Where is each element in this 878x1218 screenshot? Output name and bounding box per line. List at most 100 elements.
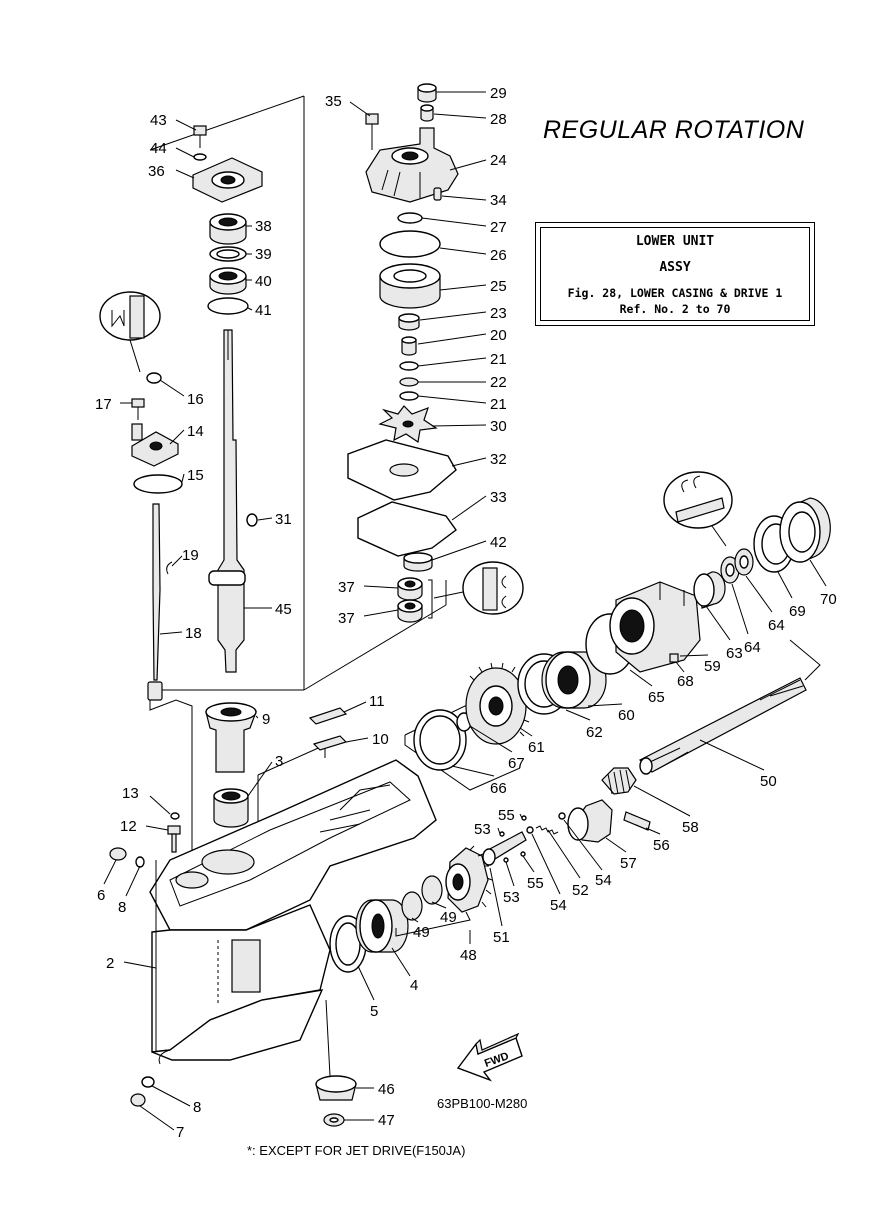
callout-number: 44 (150, 140, 167, 157)
callout-number: 33 (490, 489, 507, 506)
ref-number-range: Ref. No. 2 to 70 (619, 302, 731, 316)
pump-housing-24 (365, 127, 459, 203)
sleeve-group (205, 702, 348, 828)
callout-number: 52 (572, 882, 589, 899)
callout-leader (257, 517, 273, 521)
callout-leader (247, 761, 273, 797)
plug-7 (130, 1093, 146, 1107)
key-11 (308, 707, 348, 725)
callout-leader (151, 1085, 191, 1107)
callout-number: 54 (595, 872, 612, 889)
callout-number: 19 (182, 547, 199, 564)
callout-number: 8 (118, 899, 126, 916)
callout-leader (363, 609, 399, 617)
ball-54a (526, 826, 534, 834)
callout-number: 70 (820, 591, 837, 608)
gasket-8a (135, 856, 145, 868)
callout-number: 53 (474, 821, 491, 838)
callout-number: 10 (372, 731, 389, 748)
callout-number: 41 (255, 302, 272, 319)
bolt-43 (193, 125, 207, 136)
callout-number: 24 (490, 152, 507, 169)
callout-leader (439, 247, 487, 255)
group-frame-lines (149, 95, 821, 860)
plug-12 (167, 825, 181, 835)
footnote: *: EXCEPT FOR JET DRIVE(F150JA) (247, 1143, 466, 1158)
bolt-35 (365, 113, 379, 125)
callout-number: 61 (528, 739, 545, 756)
key-31 (246, 513, 258, 527)
o-ring-15 (133, 474, 183, 494)
callout-leader (449, 159, 487, 171)
o-ring-41 (207, 297, 249, 315)
callout-leader (531, 833, 561, 895)
callout-number: 38 (255, 218, 272, 235)
assembly-name: LOWER UNIT (635, 234, 715, 249)
callout-number: 43 (150, 112, 167, 129)
callout-leader (745, 575, 773, 613)
collar-20 (401, 339, 417, 356)
pin-34 (433, 187, 442, 201)
callout-leader (103, 859, 117, 885)
callout-number: 37 (338, 579, 355, 596)
callout-leader (519, 813, 523, 819)
callout-number: 31 (275, 511, 292, 528)
callout-number: 56 (653, 837, 670, 854)
callout-number: 22 (490, 374, 507, 391)
callout-number: 3 (275, 753, 283, 770)
gasket-8b (141, 1076, 155, 1088)
washer-13 (170, 812, 180, 820)
callout-number: 25 (490, 278, 507, 295)
callout-number: 37 (338, 610, 355, 627)
drive-shaft-45 (217, 329, 245, 673)
callout-number: 57 (620, 855, 637, 872)
key-10 (312, 735, 348, 751)
drive-shaft-group (192, 125, 263, 673)
callout-leader (431, 540, 487, 561)
sleeve-9 (205, 711, 257, 773)
callout-leader (629, 669, 653, 687)
callout-number: 6 (97, 887, 105, 904)
callout-leader (349, 101, 371, 117)
callout-leader (363, 585, 399, 589)
ball-55a (521, 815, 527, 821)
callout-leader (125, 865, 141, 897)
callout-number: 40 (255, 273, 272, 290)
callout-leader (645, 827, 661, 835)
callout-leader (419, 311, 487, 321)
callout-leader (777, 571, 793, 599)
forward-gear-group (395, 812, 566, 937)
washer-22 (399, 377, 419, 387)
shift-rod-18 (152, 503, 161, 681)
callout-number: 20 (490, 327, 507, 344)
callout-leader (431, 424, 487, 427)
ball-53a (499, 831, 505, 837)
shift-rod-group (99, 291, 183, 701)
callout-number: 59 (704, 658, 721, 675)
callout-number: 64 (768, 617, 785, 634)
callout-leader (699, 739, 765, 771)
figure-reference: Fig. 28, LOWER CASING & DRIVE 1 (567, 286, 783, 300)
fwd-arrow-icon: FWD (456, 1032, 523, 1082)
callout-leader (181, 473, 185, 483)
callout-number: 67 (508, 755, 525, 772)
callout-number: 51 (493, 929, 510, 946)
callout-number: 17 (95, 396, 112, 413)
drawing-code: 63PB100-M280 (437, 1096, 528, 1111)
callout-number: 26 (490, 247, 507, 264)
callout-number: 9 (262, 711, 270, 728)
callout-leader (417, 395, 487, 404)
callout-leader (809, 559, 827, 587)
callout-number: 55 (527, 875, 544, 892)
callout-number: 14 (187, 423, 204, 440)
callout-number: 7 (176, 1124, 184, 1141)
assembly-reference-box: LOWER UNIT ASSY Fig. 28, LOWER CASING & … (535, 222, 815, 326)
callout-leader (451, 765, 495, 777)
callout-number: 8 (193, 1099, 201, 1116)
gasket-33 (357, 501, 457, 557)
callout-number: 50 (760, 773, 777, 790)
callout-number: 55 (498, 807, 515, 824)
callout-number: 27 (490, 219, 507, 236)
